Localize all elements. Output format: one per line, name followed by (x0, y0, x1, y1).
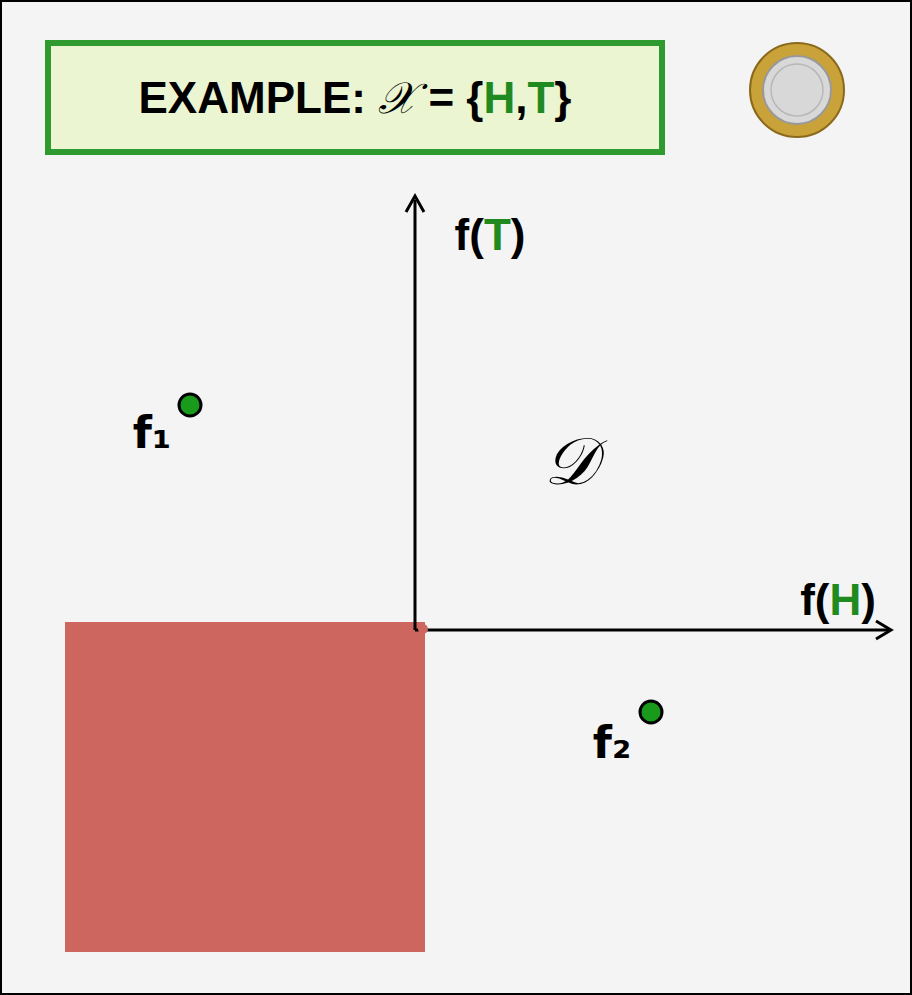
set-label: 𝒟 (544, 423, 597, 501)
euro-coin (750, 43, 844, 137)
point-f2 (640, 701, 662, 723)
origin-dot (418, 624, 428, 634)
axis-label: f(H) (800, 575, 876, 625)
y-axis (414, 200, 417, 630)
negative-quadrant (65, 622, 425, 952)
axis-label: f(T) (455, 210, 526, 260)
point-label: f₂ (593, 717, 631, 768)
point-f1 (179, 394, 201, 416)
title: EXAMPLE: 𝒳 = {H,T} (139, 72, 572, 124)
title-box: EXAMPLE: 𝒳 = {H,T} (45, 40, 665, 155)
point-label: f₁ (133, 407, 171, 458)
y-axis-arrow (406, 196, 424, 212)
x-axis-arrow (876, 621, 891, 639)
x-axis (415, 629, 888, 632)
